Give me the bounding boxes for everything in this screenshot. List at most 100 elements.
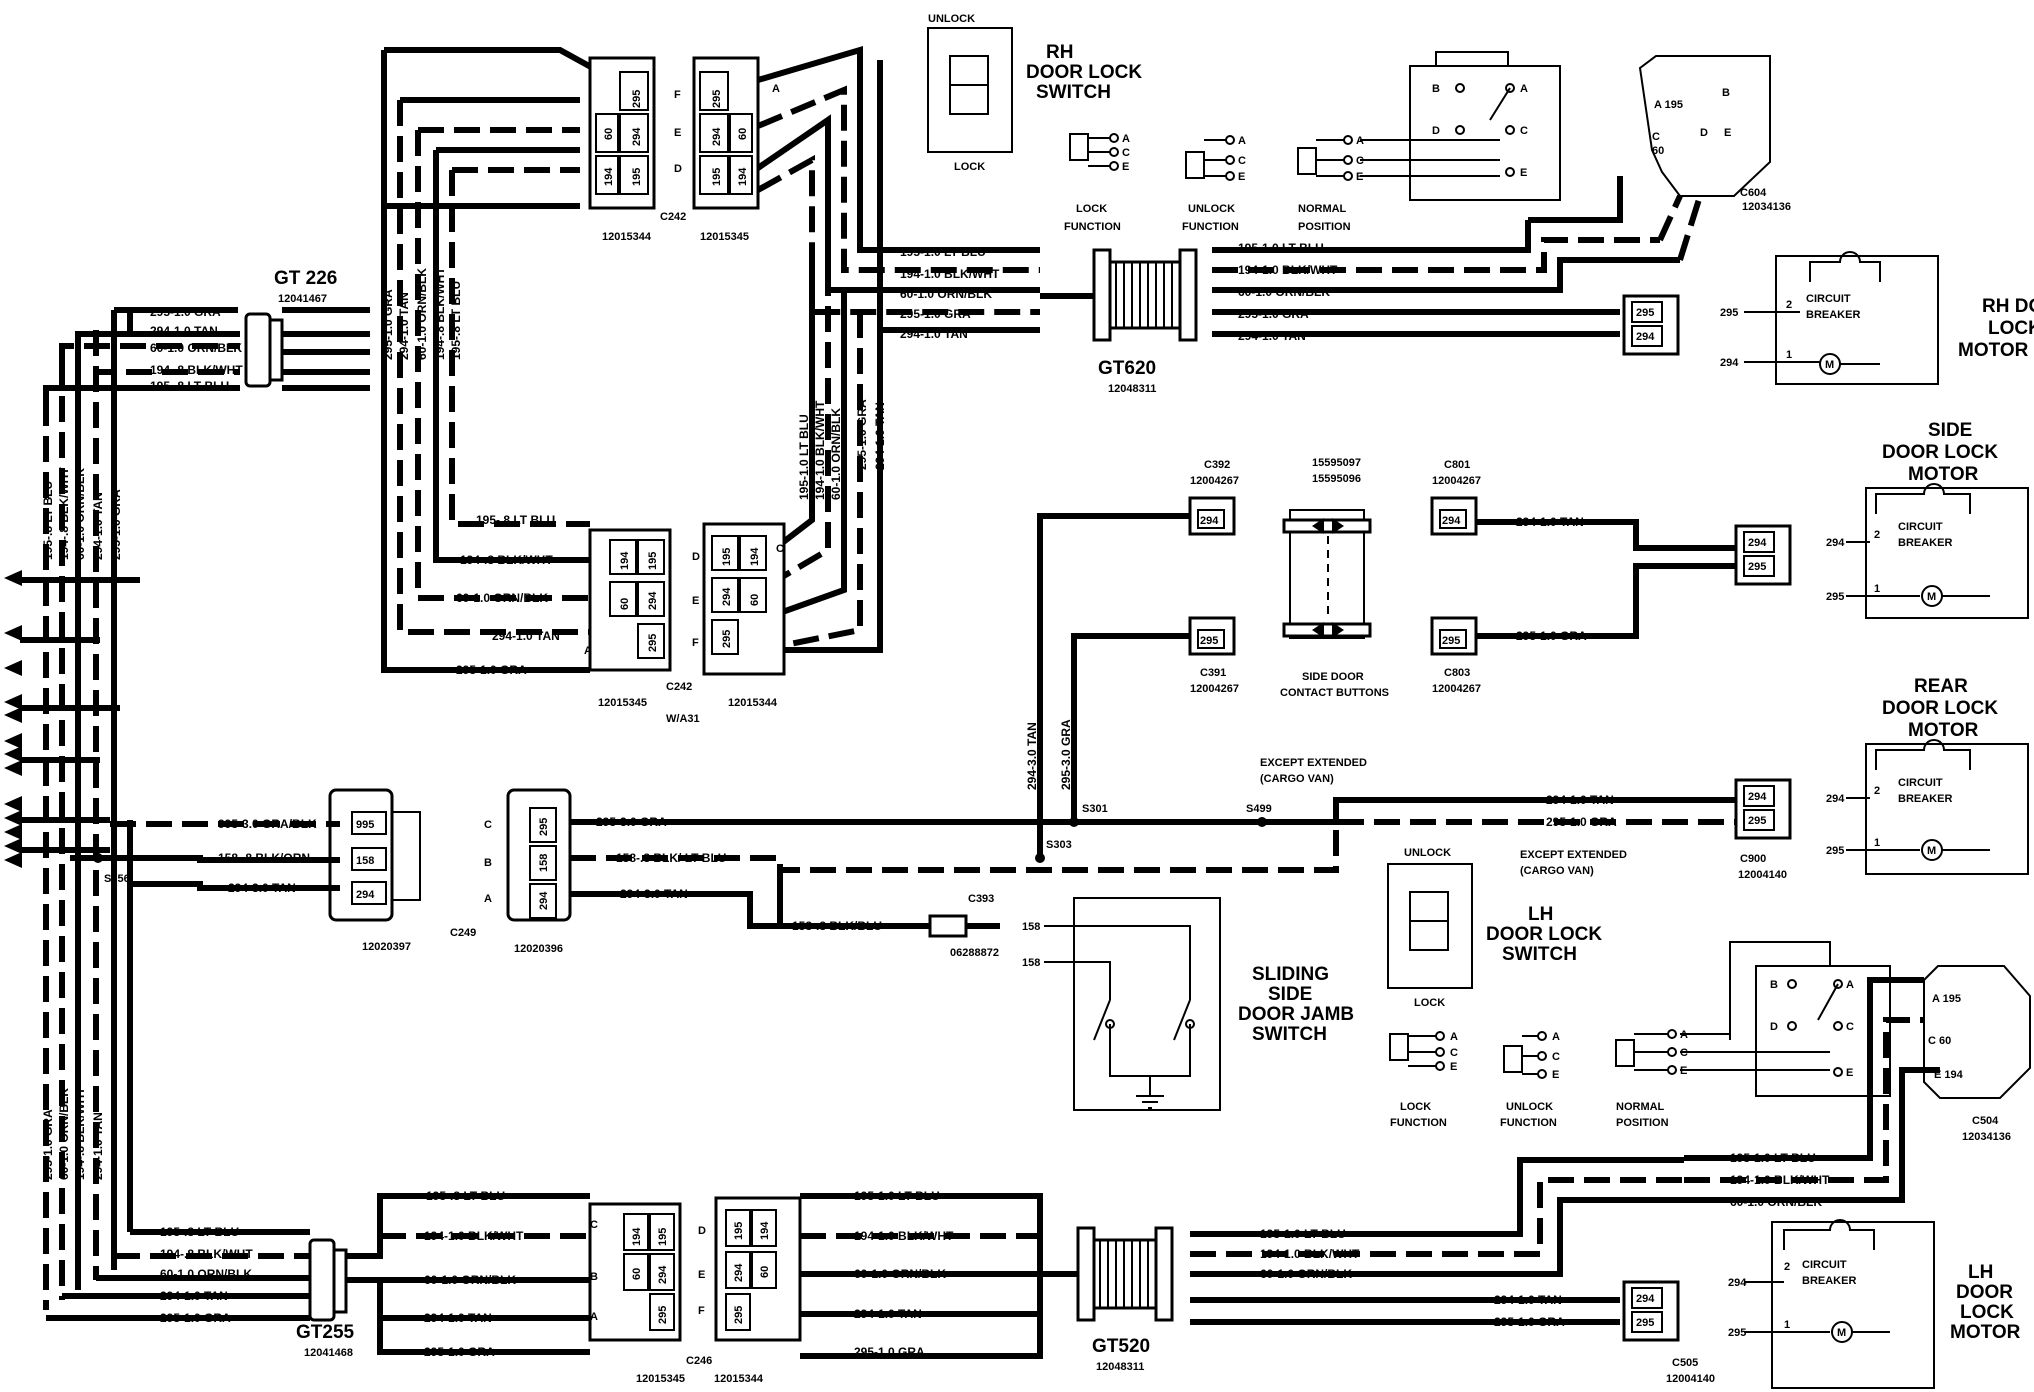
motor-title: MOTOR bbox=[1958, 340, 2029, 361]
c242-to-gt620-wires: 195-1.0 LT BLU 194-1.0 BLK/WHT 60-1.0 OR… bbox=[756, 45, 1040, 341]
pin-label: 60 bbox=[1652, 145, 1664, 157]
wire-label: 60-1.0 ORN/BLK bbox=[160, 1267, 252, 1281]
pin-label: 194 bbox=[759, 1221, 771, 1240]
gt255-part: 12041468 bbox=[304, 1347, 353, 1359]
pin-label: A bbox=[584, 645, 592, 657]
motor-title: SIDE bbox=[1928, 420, 1972, 441]
wire-label: 195-.8 LT BLU bbox=[476, 513, 555, 527]
pin-label: 294 bbox=[721, 587, 733, 606]
pin-label: 294 bbox=[1200, 515, 1219, 527]
wire-label: 294-3.0 TAN bbox=[1025, 722, 1039, 790]
pin-label: 194 bbox=[737, 167, 749, 186]
lh-switch-contacts: B A D C E bbox=[1680, 941, 1891, 1097]
pin-label: E bbox=[1356, 171, 1363, 183]
motor-title: RH DOOR bbox=[1982, 296, 2034, 317]
wire-label: 295-1.0 GRA bbox=[1238, 307, 1309, 321]
jamb-title: DOOR JAMB bbox=[1238, 1004, 1354, 1025]
wire-label: 294-1.0 TAN bbox=[91, 1112, 105, 1180]
pin-label: 1 bbox=[1874, 583, 1880, 595]
gt226-name: GT 226 bbox=[274, 268, 337, 289]
wire-label: 158-.8 BLK/ORN bbox=[218, 851, 310, 865]
gt620-connector: GT620 12048311 bbox=[1040, 248, 1198, 395]
contact-part: 15595097 bbox=[1312, 457, 1361, 469]
pin-label: E bbox=[1520, 167, 1527, 179]
pin-label: 295 bbox=[1748, 561, 1766, 573]
pin-label: A bbox=[1846, 979, 1854, 991]
connector-name: C801 bbox=[1444, 459, 1470, 471]
rh-switch-functions: A C E LOCK FUNCTION A C E UNLOCK FUNCTIO… bbox=[1064, 133, 1364, 233]
connector-part: 06288872 bbox=[950, 947, 999, 959]
pin-label: C bbox=[1846, 1021, 1854, 1033]
switch-title: DOOR LOCK bbox=[1026, 62, 1142, 83]
gt226-connector: GT 226 12041467 bbox=[244, 268, 370, 391]
wire-label: 294-3.0 TAN bbox=[620, 887, 688, 901]
pin-label: 1 bbox=[1874, 837, 1880, 849]
pin-label: 158 bbox=[1022, 957, 1040, 969]
svg-text:M: M bbox=[1825, 359, 1834, 371]
switch-title: SWITCH bbox=[1036, 82, 1111, 103]
connector-part: 12020397 bbox=[362, 941, 411, 953]
wire-label: 60-1.0 ORN/BLK bbox=[415, 268, 429, 360]
pin-label: 60 bbox=[603, 128, 615, 140]
motor-title: LOCK bbox=[1960, 1302, 2014, 1323]
pin-label: 294 bbox=[1636, 331, 1655, 343]
note: EXCEPT EXTENDED bbox=[1520, 849, 1627, 861]
breaker-label: CIRCUIT bbox=[1802, 1259, 1847, 1271]
pin-label: 294 bbox=[356, 889, 375, 901]
pin-label: 295 bbox=[647, 634, 659, 652]
switch-title: RH bbox=[1046, 42, 1073, 63]
pin-label: C bbox=[1520, 125, 1528, 137]
pin-label: A bbox=[772, 83, 780, 95]
splice-label: S499 bbox=[1246, 803, 1272, 815]
pin-label: 295 bbox=[1826, 845, 1844, 857]
wire-label: 195-1.0 LT BLU bbox=[797, 414, 811, 500]
wire-label: 194-1.0 BLK/WHT bbox=[1238, 263, 1338, 277]
function-label: POSITION bbox=[1298, 221, 1351, 233]
pin-label: C bbox=[1238, 155, 1246, 167]
pin-label: F bbox=[692, 637, 699, 649]
connector-name: C246 bbox=[686, 1355, 712, 1367]
pin-label: 194 bbox=[749, 547, 761, 566]
lh-door-lock-motor: 294 295 C505 12004140 CIRCUIT BREAKER M … bbox=[1622, 1219, 2021, 1389]
connector-part: 12004267 bbox=[1432, 475, 1481, 487]
pin-label: 294 bbox=[733, 1263, 745, 1282]
pin-label: D bbox=[1432, 125, 1440, 137]
pin-label: 294 bbox=[647, 591, 659, 610]
lh-door-lock-switch: UNLOCK LOCK LH DOOR LOCK SWITCH bbox=[1387, 847, 1602, 1009]
pin-label: C bbox=[1450, 1047, 1458, 1059]
wire-label: 194-.8 BLK/WHT bbox=[73, 1087, 87, 1180]
pin-label: B bbox=[484, 857, 492, 869]
pin-label: 294 bbox=[711, 127, 723, 146]
pin-label: 295 bbox=[1442, 635, 1460, 647]
wire-label: 195-.8 LT BLU bbox=[426, 1189, 505, 1203]
breaker-label: BREAKER bbox=[1898, 537, 1952, 549]
wire-label: 294-1.0 TAN bbox=[492, 629, 560, 643]
gt255-connector: GT255 12041468 195-.8 LT BLU 194-.8 BLK/… bbox=[160, 1225, 355, 1359]
pin-label: 295 bbox=[538, 818, 550, 836]
wire-label: 195-1.0 LT BLU bbox=[854, 1189, 940, 1203]
pin-label: 294 bbox=[1826, 793, 1845, 805]
rh-switch-contacts: B A D C E bbox=[1360, 51, 1561, 201]
wire-label: 294-1.0 TAN bbox=[160, 1289, 228, 1303]
wire-label: 995-3.0 GRA/BLK bbox=[218, 817, 317, 831]
wire-label: 295-1.0 GRA bbox=[456, 663, 527, 677]
pin-label: A bbox=[484, 893, 492, 905]
gt520-part: 12048311 bbox=[1096, 1361, 1144, 1373]
connector-name: C900 bbox=[1740, 853, 1766, 865]
gt226-wire-labels: 295-1.0 GRA 294-1.0 TAN 60-1.0 ORN/BLK 1… bbox=[150, 305, 243, 393]
wire-label: 295-1.0 GRA bbox=[160, 1311, 231, 1325]
wire-label: 294-3.0 TAN bbox=[228, 881, 296, 895]
function-label: FUNCTION bbox=[1064, 221, 1121, 233]
wire-label: 60-1.0 ORN/BLK bbox=[1260, 1267, 1352, 1281]
pin-label: 195 bbox=[647, 552, 659, 570]
connector-part: 12034136 bbox=[1962, 1131, 2011, 1143]
pin-label: 2 bbox=[1784, 1261, 1790, 1273]
splice-label: S301 bbox=[1082, 803, 1108, 815]
wire-label: 195-1.0 LT BLU bbox=[1238, 241, 1324, 255]
wire-label: 195-1.0 LT BLU bbox=[1260, 1227, 1346, 1241]
pin-label: 294 bbox=[1748, 537, 1767, 549]
connector-part: 12004267 bbox=[1190, 683, 1239, 695]
pin-label: 294 bbox=[1748, 791, 1767, 803]
wire-label: 294-1.0 TAN bbox=[873, 402, 887, 470]
c249-connector: 995 158 294 12020397 295 158 294 C B A C… bbox=[328, 788, 572, 955]
